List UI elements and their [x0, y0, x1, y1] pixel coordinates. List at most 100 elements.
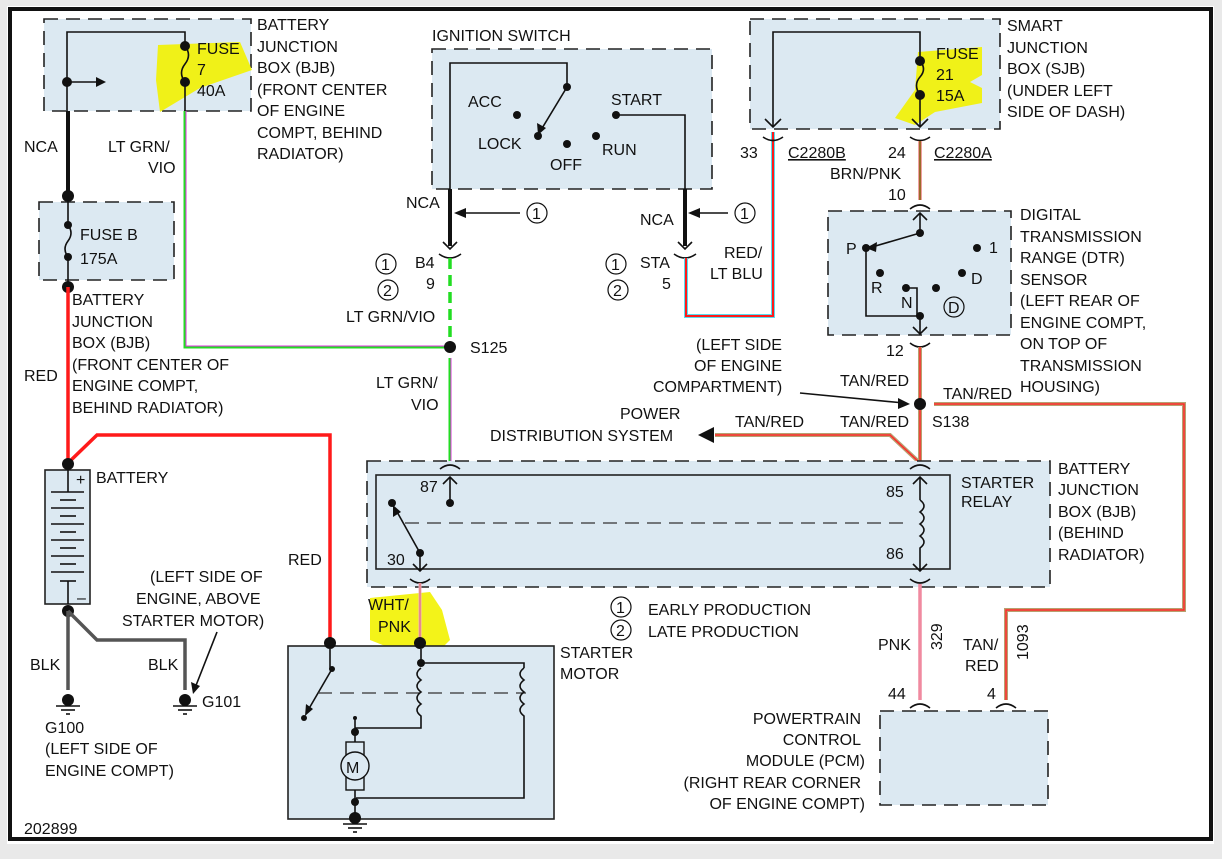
pin-sta: STA	[640, 255, 670, 272]
g101-label: G101	[202, 694, 241, 711]
svg-text:STARTER MOTOR): STARTER MOTOR)	[122, 613, 264, 630]
svg-text:ON TOP OF: ON TOP OF	[1020, 336, 1107, 353]
svg-text:RADIATOR): RADIATOR)	[257, 146, 344, 163]
wire-blk-g101	[66, 609, 187, 690]
connector-c2280b-icon	[762, 136, 784, 142]
fuse-21-icon	[915, 60, 925, 96]
wire-label-lt-grn-2: LT GRN/	[376, 375, 438, 392]
svg-text:DIGITAL: DIGITAL	[1020, 207, 1081, 224]
svg-text:BEHIND RADIATOR): BEHIND RADIATOR)	[72, 400, 223, 417]
bjb-top-box: FUSE 7 40A	[43, 18, 252, 112]
wire-label-tan-red-3: TAN/RED	[840, 414, 909, 431]
pin-33: 33	[740, 145, 758, 162]
svg-text:COMPARTMENT): COMPARTMENT)	[653, 379, 782, 396]
relay-coil-icon	[918, 499, 925, 571]
sjb-label: SMART JUNCTION BOX (SJB) (UNDER LEFT SID…	[1007, 18, 1125, 121]
svg-text:ENGINE COMPT,: ENGINE COMPT,	[1020, 315, 1146, 332]
svg-text:BOX (BJB): BOX (BJB)	[72, 335, 150, 352]
ignition-pos-off: OFF	[550, 157, 582, 174]
mark-1-b4-pin: 1	[381, 257, 390, 274]
g100-label: G100 (LEFT SIDE OF ENGINE COMPT)	[45, 720, 174, 780]
diagram-frame: FUSE 7 40A BATTERY JUNCTION BOX (BJB) (F…	[7, 6, 1214, 844]
bjb-left-label: BATTERY JUNCTION BOX (BJB) (FRONT CENTER…	[72, 292, 229, 417]
svg-text:HOUSING): HOUSING)	[1020, 379, 1100, 396]
legend: 1 EARLY PRODUCTION 2 LATE PRODUCTION	[610, 596, 811, 641]
svg-text:TRANSMISSION: TRANSMISSION	[1020, 229, 1142, 246]
mark-1-sta: 1	[740, 206, 749, 223]
fuse-b-box: FUSE B 175A	[38, 196, 175, 287]
connector-pcm-44-icon	[909, 703, 931, 709]
wire-label-tan-red-4: TAN/RED	[735, 414, 804, 431]
wire-label-wht: WHT/	[368, 597, 409, 614]
connector-86-icon	[909, 578, 931, 584]
circuit-329: 329	[929, 623, 946, 650]
wire-label-blk-1: BLK	[30, 657, 61, 674]
svg-text:BOX (BJB): BOX (BJB)	[257, 60, 335, 77]
svg-text:MODULE (PCM): MODULE (PCM)	[746, 753, 865, 770]
circuit-1093: 1093	[1015, 624, 1032, 660]
mark-1-sta-pin: 1	[611, 257, 620, 274]
svg-text:SENSOR: SENSOR	[1020, 272, 1088, 289]
g101-note: (LEFT SIDE OF ENGINE, ABOVE STARTER MOTO…	[122, 569, 264, 630]
dtr-pos-1: 1	[989, 240, 998, 257]
fuse-b-rating: 175A	[80, 251, 118, 268]
svg-text:(LEFT REAR OF: (LEFT REAR OF	[1020, 293, 1140, 310]
ignition-pos-start: START	[611, 92, 662, 109]
wire-label-brn-pnk: BRN/PNK	[830, 166, 901, 183]
fuse-7-rating: 40A	[197, 83, 226, 100]
svg-text:(LEFT SIDE: (LEFT SIDE	[696, 337, 782, 354]
svg-text:(FRONT CENTER: (FRONT CENTER	[257, 82, 387, 99]
starter-relay-label: STARTER	[961, 475, 1034, 492]
wire-label-lt-blu: LT BLU	[710, 266, 763, 283]
svg-text:CONTROL: CONTROL	[783, 732, 861, 749]
wire-label-tan-red-2: TAN/RED	[943, 386, 1012, 403]
svg-text:OF ENGINE: OF ENGINE	[257, 103, 345, 120]
connector-c2280a-icon	[909, 136, 931, 142]
svg-text:SMART: SMART	[1007, 18, 1063, 35]
wire-label-blk-2: BLK	[148, 657, 179, 674]
pin-b4: B4	[415, 255, 435, 272]
ignition-pos-run: RUN	[602, 142, 637, 159]
svg-text:JUNCTION: JUNCTION	[257, 39, 338, 56]
highlight-wht-pnk	[370, 592, 450, 655]
svg-text:(FRONT CENTER OF: (FRONT CENTER OF	[72, 357, 229, 374]
solenoid-coil-2-icon	[356, 667, 526, 799]
mark-2-sta-pin: 2	[613, 283, 622, 300]
wire-red-starter	[66, 433, 332, 640]
connector-sta-icon	[673, 253, 697, 259]
wire-label-nca-b4: NCA	[406, 195, 440, 212]
dtr-pos-p: P	[846, 241, 857, 258]
dtr-pos-d: D	[971, 271, 983, 288]
pointer-arrow-s138	[799, 392, 905, 404]
splice-s125	[444, 341, 456, 353]
battery-minus: –	[77, 590, 86, 607]
wire-label-lt-grn-vio: LT GRN/VIO	[346, 309, 435, 326]
wire-label-nca-sta: NCA	[640, 212, 674, 229]
svg-text:RANGE (DTR): RANGE (DTR)	[1020, 250, 1125, 267]
wire-label-vio: VIO	[148, 160, 176, 177]
svg-text:ENGINE, ABOVE: ENGINE, ABOVE	[136, 591, 260, 608]
fuse-7-label: FUSE	[197, 41, 240, 58]
starter-motor-box: M	[287, 637, 555, 833]
connector-c2280a-label: C2280A	[934, 145, 992, 162]
wire-label-nca: NCA	[24, 139, 58, 156]
svg-text:BATTERY: BATTERY	[1058, 461, 1131, 478]
bjb-relay-box: 87 30 85 86 STARTER RELAY	[366, 460, 1051, 588]
fuse-7-icon	[180, 45, 190, 83]
svg-text:JUNCTION: JUNCTION	[72, 314, 153, 331]
svg-text:COMPT, BEHIND: COMPT, BEHIND	[257, 125, 382, 142]
bjb-top-label: BATTERY JUNCTION BOX (BJB) (FRONT CENTER…	[257, 17, 387, 163]
svg-text:ENGINE COMPT,: ENGINE COMPT,	[72, 378, 198, 395]
connector-dtr-bottom-icon	[909, 342, 931, 348]
relay-pin-30: 30	[387, 552, 405, 569]
fuse-b-label: FUSE B	[80, 227, 138, 244]
solenoid-coil-1-icon	[355, 667, 423, 729]
connector-pcm-4-icon	[995, 703, 1017, 709]
svg-text:JUNCTION: JUNCTION	[1007, 40, 1088, 57]
svg-text:BATTERY: BATTERY	[72, 292, 145, 309]
connector-c2280b-label: C2280B	[788, 145, 846, 162]
relay-pin-85: 85	[886, 484, 904, 501]
pcm-pin-4: 4	[987, 686, 996, 703]
legend-mark-2: 2	[616, 623, 625, 640]
pin-9: 9	[426, 276, 435, 293]
